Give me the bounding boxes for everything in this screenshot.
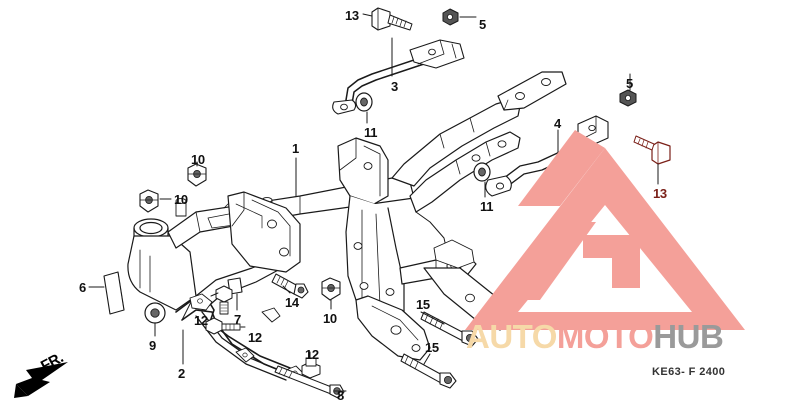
callout-12c: 12 xyxy=(305,347,319,362)
fastener-12c-bolt xyxy=(301,357,321,379)
fastener-14-bolt xyxy=(271,273,309,299)
fastener-10b-nut xyxy=(139,189,159,213)
fastener-13b-flange-bolt xyxy=(633,135,671,165)
callout-13b: 13 xyxy=(653,186,667,201)
callout-9: 9 xyxy=(149,338,156,353)
part-6-rubber-pad xyxy=(103,271,125,315)
fastener-5a-nut xyxy=(442,8,459,26)
part-code-text: KE63- F 2400 xyxy=(652,366,726,378)
fr-arrow-icon xyxy=(14,362,68,398)
fastener-12b-bolt xyxy=(205,317,241,335)
fastener-11a-washer xyxy=(355,92,373,112)
callout-4: 4 xyxy=(554,116,561,131)
fastener-10a-nut xyxy=(187,163,207,187)
callout-5b: 5 xyxy=(626,76,633,91)
callout-2: 2 xyxy=(178,366,185,381)
part-4-rear-stay xyxy=(485,115,609,197)
fastener-5b-nut xyxy=(619,89,637,107)
callout-15a: 15 xyxy=(416,297,430,312)
callout-12a: 12 xyxy=(194,313,208,328)
callout-13a: 13 xyxy=(345,8,359,23)
fastener-15b-long-bolt xyxy=(400,353,457,389)
callout-3: 3 xyxy=(391,79,398,94)
callout-1: 1 xyxy=(292,141,299,156)
callout-11a: 11 xyxy=(364,125,378,140)
fastener-13a-flange-bolt xyxy=(371,7,413,31)
callout-10c: 10 xyxy=(323,311,337,326)
callout-10a: 10 xyxy=(191,152,205,167)
fastener-11b-washer xyxy=(473,162,491,182)
callout-15b: 15 xyxy=(425,340,439,355)
fastener-15a-long-bolt xyxy=(420,311,479,347)
part-3-upper-stay xyxy=(332,39,465,115)
callout-7: 7 xyxy=(234,312,241,327)
callout-6: 6 xyxy=(79,280,86,295)
fastener-12a-bolt xyxy=(215,285,233,315)
callout-12b: 12 xyxy=(248,330,262,345)
fastener-10c-nut xyxy=(321,277,341,301)
callout-10b: 10 xyxy=(174,192,188,207)
callout-14: 14 xyxy=(285,295,299,310)
callout-11b: 11 xyxy=(480,199,494,214)
callout-5a: 5 xyxy=(479,17,486,32)
fastener-9-collar xyxy=(144,302,166,324)
callout-8: 8 xyxy=(337,388,344,403)
